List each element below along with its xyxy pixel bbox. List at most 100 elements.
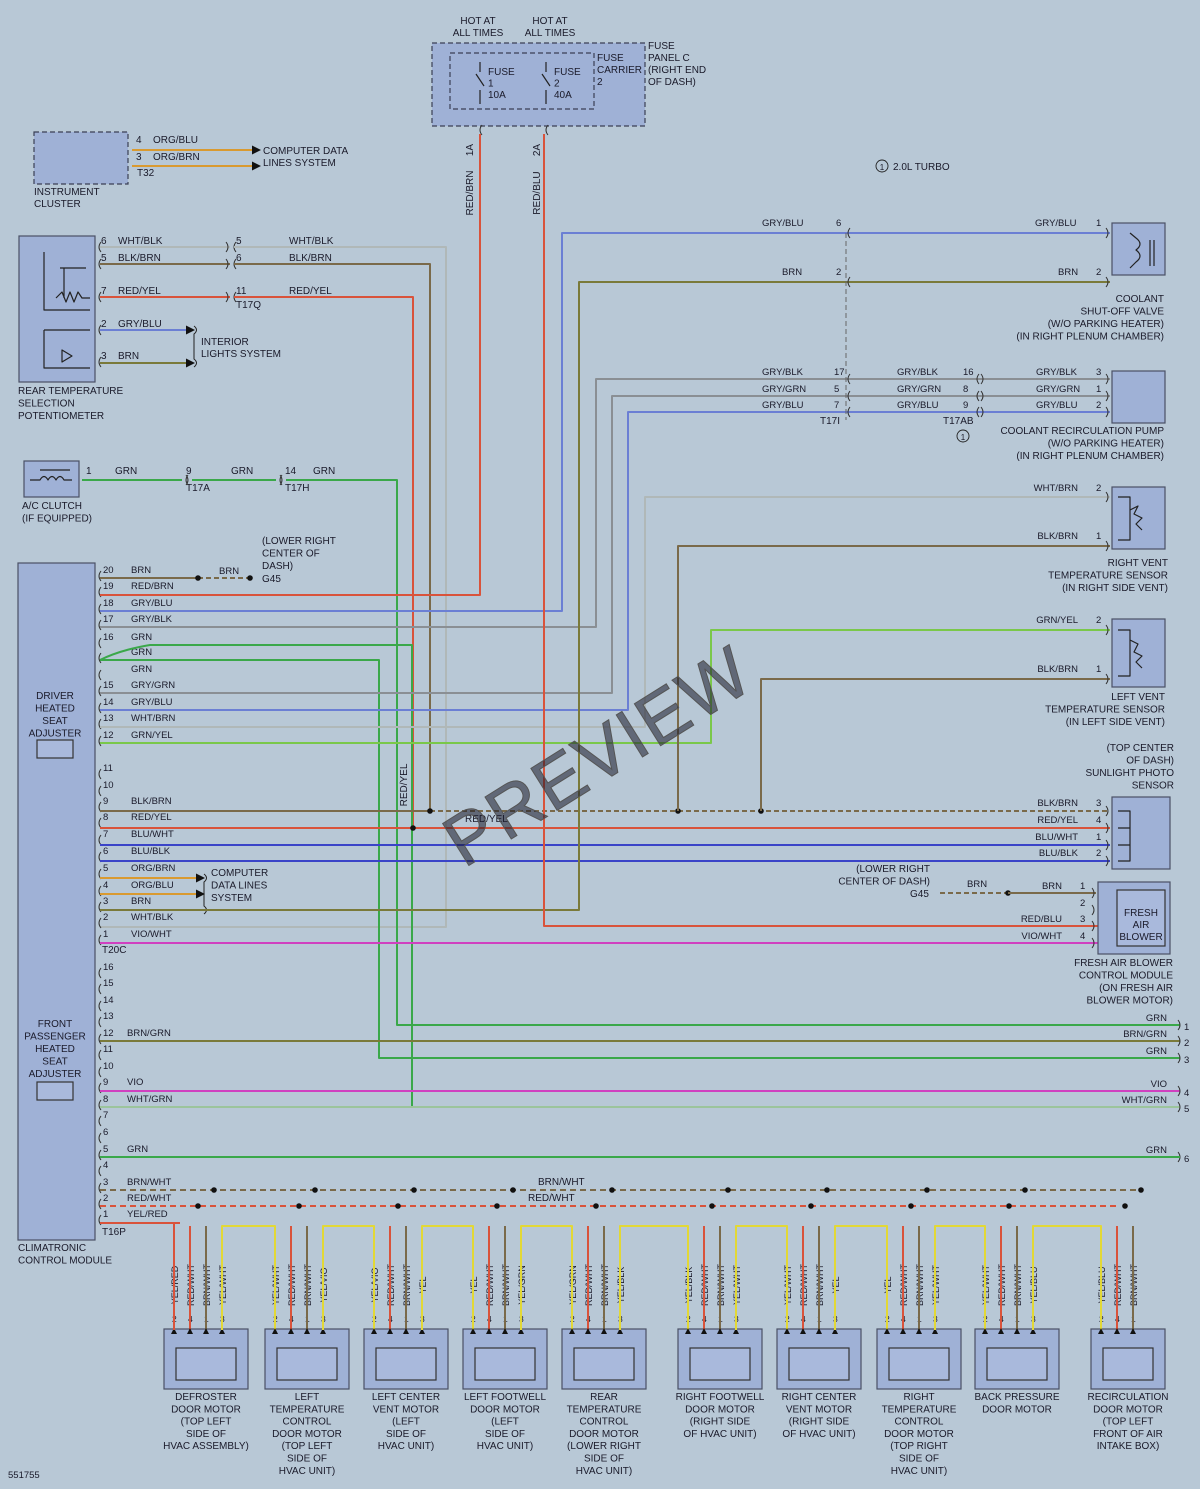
connector-pin xyxy=(98,983,102,995)
door-motor-label: VENT MOTOR xyxy=(373,1404,439,1415)
interior-bracket xyxy=(193,325,197,368)
door-motor-label: LEFT FOOTWELL xyxy=(464,1392,546,1403)
wire-label: BLK/BRN xyxy=(1037,664,1078,675)
door-motor-label: (TOP LEFT xyxy=(282,1441,333,1452)
pin-arrow-icon xyxy=(219,1328,225,1334)
connector-pin xyxy=(98,967,102,979)
pin-number: 2 xyxy=(1096,848,1101,859)
door-motor-label: (TOP RIGHT xyxy=(890,1441,947,1452)
wire-label: BLK/BRN xyxy=(118,253,161,264)
pin-number: 6 xyxy=(101,236,107,247)
thermistor-icon xyxy=(1118,496,1143,541)
pin-number: 3 xyxy=(1080,914,1085,925)
pin-arrow-icon xyxy=(701,1328,707,1334)
sunlight-sensor-label: SUNLIGHT PHOTO xyxy=(1085,768,1174,779)
coolant-recirc-pump xyxy=(1111,370,1166,424)
wire-label: BLU/BLK xyxy=(1039,848,1079,859)
ground-note: CENTER OF DASH) xyxy=(838,877,930,888)
pin-arrow-icon xyxy=(320,1328,326,1334)
splice-dot-red-wht xyxy=(908,1203,914,1209)
fresh-air-box-label: AIR xyxy=(1133,920,1150,931)
wire-label: GRN/YEL xyxy=(131,730,173,741)
splice-dot-red-wht xyxy=(494,1203,500,1209)
wire-label: BRN xyxy=(1042,881,1062,892)
connector-t17q: T17Q xyxy=(236,300,261,311)
note-marker-icon xyxy=(956,429,970,443)
door-motor-box xyxy=(788,1347,850,1381)
pin-number: 7 xyxy=(103,829,108,840)
fresh-air-blower-box xyxy=(1116,889,1166,947)
pin-number: 8 xyxy=(103,812,108,823)
pin-arrow-icon xyxy=(733,1328,739,1334)
door-motor-label: CONTROL xyxy=(580,1417,629,1428)
connector-pin xyxy=(98,934,102,946)
wire-label: VIO/WHT xyxy=(131,929,172,940)
connector-pin xyxy=(98,817,102,829)
connector-pin xyxy=(98,735,102,747)
pin-number: 14 xyxy=(285,466,297,477)
wire-label: BRN xyxy=(967,879,987,890)
pin-number: 3 xyxy=(1096,798,1101,809)
connector-pin xyxy=(98,1082,102,1094)
pin-number: 5 xyxy=(834,384,839,395)
instrument-cluster-label: CLUSTER xyxy=(34,199,81,210)
splice-dot xyxy=(427,808,433,814)
pin-number: 3 xyxy=(103,1177,108,1188)
fuse-panel-label: PANEL C xyxy=(648,53,690,64)
connector-t16p: T16P xyxy=(102,1227,126,1238)
wire-label: BRN xyxy=(118,351,139,362)
wire-label: GRY/BLK xyxy=(131,614,173,625)
hot-at-all-times-label: ALL TIMES xyxy=(453,28,504,39)
splice-dot-brn-wht xyxy=(1138,1187,1144,1193)
wire-gry-grn xyxy=(100,395,1110,694)
door-motor-label: LEFT xyxy=(295,1392,319,1403)
pin-2a-label: 2A xyxy=(532,144,543,157)
yellow-link-wire xyxy=(834,1225,888,1330)
climatronic-label: CONTROL MODULE xyxy=(18,1256,112,1267)
interior-lights-label: INTERIOR xyxy=(201,337,249,348)
climatronic-control-module xyxy=(17,562,96,1241)
yellow-link-wire xyxy=(520,1225,573,1330)
sensor-icon xyxy=(1118,810,1131,862)
door-motor-label: RIGHT FOOTWELL xyxy=(676,1392,765,1403)
pin-arrow-icon xyxy=(1098,1328,1104,1334)
connector-pin xyxy=(1105,491,1109,503)
pin-number: 2 xyxy=(101,319,107,330)
wire-red-yel xyxy=(234,296,414,828)
right-vent-label: (IN RIGHT SIDE VENT) xyxy=(1062,583,1168,594)
door-motor-label: SIDE OF xyxy=(485,1429,525,1440)
pin-arrow-icon xyxy=(685,1328,691,1334)
pin-number: 6 xyxy=(836,218,841,229)
thermistor-icon xyxy=(1118,629,1143,677)
wire-label: GRY/BLU xyxy=(762,218,804,229)
connector-pin xyxy=(98,1049,102,1061)
pin-number: 4 xyxy=(103,1160,108,1171)
door-motor-box xyxy=(573,1347,635,1381)
connector-pin xyxy=(98,669,102,681)
exit-number: 5 xyxy=(1184,1104,1189,1115)
interior-lights-label: LIGHTS SYSTEM xyxy=(201,349,281,360)
wire-label: WHT/GRN xyxy=(1122,1095,1168,1106)
connector-pin xyxy=(98,1066,102,1078)
pin-number: 2 xyxy=(1080,898,1085,909)
connector-pin xyxy=(279,474,283,486)
pin-number: 1 xyxy=(1096,531,1101,542)
pin-arrow-icon xyxy=(932,1328,938,1334)
connector-pin xyxy=(1105,624,1109,636)
connector-pin xyxy=(98,1115,102,1127)
fuse-1-icon xyxy=(475,62,485,104)
passenger-seat-box xyxy=(36,1081,74,1101)
door-motor-box xyxy=(689,1347,751,1381)
rear-temp-label: POTENTIOMETER xyxy=(18,411,104,422)
door-motor-label: DOOR MOTOR xyxy=(685,1404,755,1415)
pin-arrow-icon xyxy=(403,1328,409,1334)
connector-pin xyxy=(98,685,102,697)
pin-number: 16 xyxy=(103,632,114,643)
door-motor-label: HVAC UNIT) xyxy=(378,1441,434,1452)
rear-temp-label: SELECTION xyxy=(18,399,75,410)
hot-at-all-times-label: HOT AT xyxy=(532,16,567,27)
ac-clutch-label: (IF EQUIPPED) xyxy=(22,514,92,525)
wire-wht-brn xyxy=(100,496,1110,728)
wire-label: BLK/BRN xyxy=(1037,798,1078,809)
